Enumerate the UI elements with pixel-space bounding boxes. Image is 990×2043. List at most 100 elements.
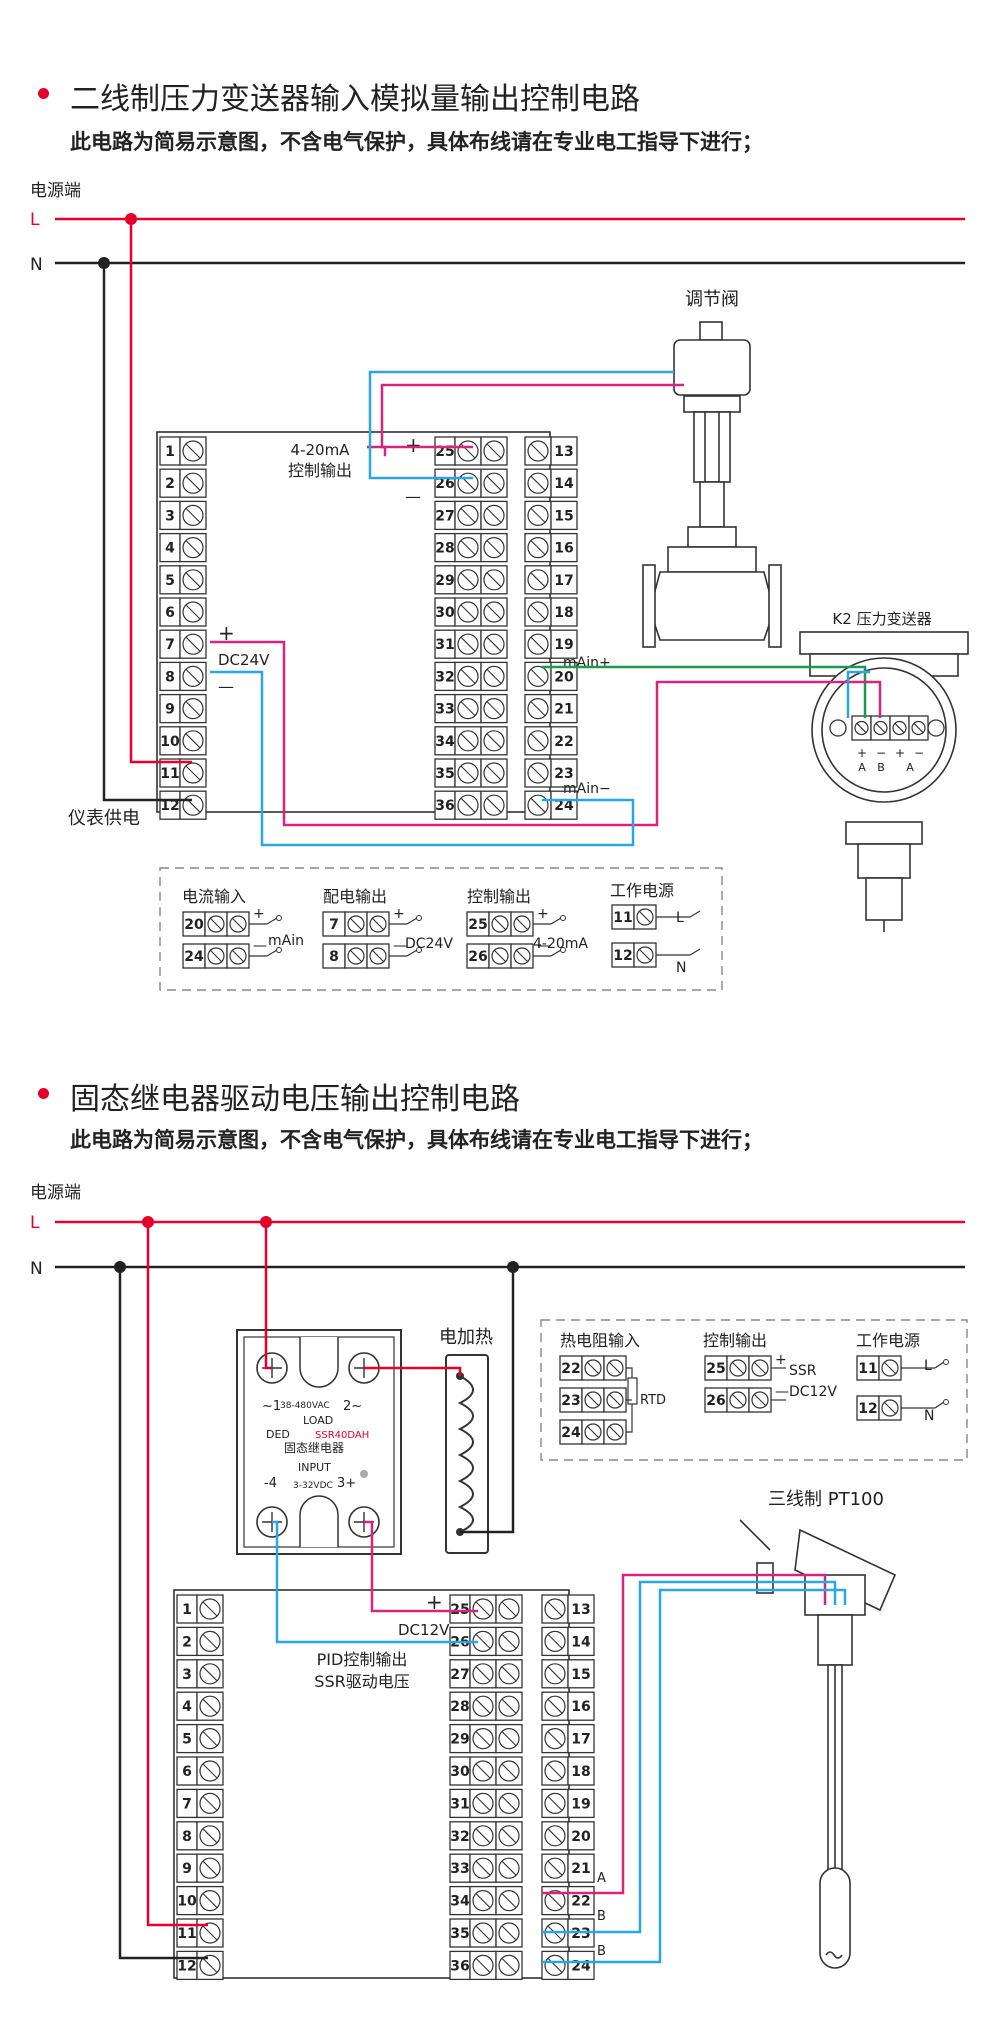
s1-wire-7-to-tx bbox=[210, 640, 882, 827]
s1-terminal-9: 9 bbox=[165, 702, 175, 718]
s1-legend-box bbox=[159, 867, 723, 991]
s1-tx-mark-0: + bbox=[857, 746, 867, 760]
s2-line-N-label: N bbox=[30, 1259, 43, 1279]
section1-bullet-icon bbox=[38, 88, 49, 99]
s1-terminal-34: 34 bbox=[435, 734, 455, 750]
s1-terminal-19: 19 bbox=[554, 637, 573, 653]
s1-wire-L-to-11 bbox=[129, 219, 192, 764]
s1-legend-current-in: 电流输入 bbox=[182, 887, 246, 906]
s2-wire-N-to-12 bbox=[118, 1267, 208, 1960]
s1-legend-t20-mark: + bbox=[253, 906, 265, 922]
s1-terminal-31: 31 bbox=[435, 637, 454, 653]
s2-legend-t11: 11 bbox=[858, 1361, 877, 1377]
s1-main-plus-label: mAin+ bbox=[563, 655, 611, 671]
s2-legend-ctrl-out: 控制输出 bbox=[703, 1331, 767, 1350]
s1-legend-t7: 7 bbox=[329, 917, 339, 933]
s1-plus-25: + bbox=[405, 433, 422, 457]
section2-bullet-icon bbox=[38, 1088, 49, 1099]
s2-wire-ssr-plus bbox=[364, 1520, 478, 1613]
s1-terminal-14: 14 bbox=[554, 476, 574, 492]
s2-legend-t23: 23 bbox=[561, 1393, 580, 1409]
s2-terminal-17: 17 bbox=[571, 1732, 590, 1748]
s1-legend-t26: 26 bbox=[468, 949, 487, 965]
s2-legend-dc12v: DC12V bbox=[789, 1384, 837, 1400]
s1-terminal-26: 26 bbox=[435, 476, 454, 492]
s1-wire-20-to-tx bbox=[542, 665, 867, 718]
section2-title: 固态继电器驱动电压输出控制电路 bbox=[70, 1082, 520, 1117]
s2-legend-rtd: RTD bbox=[640, 1393, 666, 1408]
s2-pt100-sensor bbox=[739, 1519, 897, 1969]
s2-pid-2: SSR驱动电压 bbox=[314, 1672, 409, 1691]
s2-line-L-label: L bbox=[30, 1213, 40, 1233]
s1-wire-tx-b bbox=[846, 670, 870, 718]
s2-terminal-32: 32 bbox=[450, 1829, 469, 1845]
s2-terminal-15: 15 bbox=[571, 1667, 590, 1683]
s2-wire-L-to-11 bbox=[146, 1222, 208, 1927]
s1-terminal-13: 13 bbox=[554, 444, 573, 460]
s1-wire-8-to-24 bbox=[210, 670, 635, 847]
s1-legend-N: N bbox=[676, 960, 686, 976]
s2-legend-N: N bbox=[924, 1408, 934, 1424]
s2-wire-a-label: A bbox=[597, 1871, 606, 1886]
s2-terminal-22: 22 bbox=[571, 1894, 590, 1910]
s1-terminal-23: 23 bbox=[554, 766, 573, 782]
s2-terminal-20: 20 bbox=[571, 1829, 591, 1845]
s1-terminal-29: 29 bbox=[435, 573, 454, 589]
s2-legend-t22: 22 bbox=[561, 1361, 580, 1377]
s2-terminal-8: 8 bbox=[182, 1829, 192, 1845]
s1-minus-8: — bbox=[218, 677, 234, 696]
s2-dc12v-label: DC12V bbox=[398, 1621, 450, 1639]
s2-terminal-13: 13 bbox=[571, 1602, 590, 1618]
s2-legend-t26-mark: — bbox=[775, 1384, 789, 1400]
s2-legend-ssr: SSR bbox=[789, 1363, 817, 1379]
s1-wire-25 bbox=[367, 445, 387, 457]
s1-legend-t26-mark: — bbox=[537, 938, 551, 954]
s2-wire-b1-label: B bbox=[597, 1909, 606, 1924]
s1-terminal-30: 30 bbox=[435, 605, 455, 621]
s1-dc24v-label: DC24V bbox=[218, 651, 270, 669]
s2-terminal-12: 12 bbox=[177, 1958, 196, 1974]
s2-legend-box bbox=[540, 1319, 968, 1461]
s2-terminal-34: 34 bbox=[450, 1894, 470, 1910]
s2-terminal-35: 35 bbox=[450, 1926, 469, 1942]
s1-terminal-6: 6 bbox=[165, 605, 175, 621]
s1-legend-t24-mark: — bbox=[253, 938, 267, 954]
s1-legend-t20: 20 bbox=[184, 917, 204, 933]
s1-legend-t7-mark: + bbox=[393, 906, 405, 922]
s2-wire-b2-label: B bbox=[597, 1944, 606, 1959]
s1-tx-mark-2: + bbox=[895, 746, 905, 760]
s1-tx-mark-3: − bbox=[914, 746, 924, 760]
s1-plus-7: + bbox=[218, 621, 235, 645]
s2-terminal-7: 7 bbox=[182, 1796, 192, 1812]
s2-legend-t25: 25 bbox=[706, 1361, 725, 1377]
s1-line-L-label: L bbox=[30, 210, 40, 230]
s2-plus-25: + bbox=[426, 1590, 443, 1614]
s1-legend-t24: 24 bbox=[184, 949, 204, 965]
s1-terminal-27: 27 bbox=[435, 508, 454, 524]
s1-legend-work-power: 工作电源 bbox=[610, 881, 674, 900]
s1-legend-t25: 25 bbox=[468, 917, 487, 933]
s1-wire-valve-plus bbox=[380, 383, 684, 449]
s1-terminal-18: 18 bbox=[554, 605, 573, 621]
s2-terminal-14: 14 bbox=[571, 1634, 591, 1650]
s1-tx-mark-1: − bbox=[876, 746, 886, 760]
s2-heater-label: 电加热 bbox=[439, 1327, 493, 1348]
s2-terminal-11: 11 bbox=[177, 1926, 196, 1942]
s2-terminal-27: 27 bbox=[450, 1667, 469, 1683]
s1-terminal-8: 8 bbox=[165, 669, 175, 685]
section1-title: 二线制压力变送器输入模拟量输出控制电路 bbox=[70, 82, 640, 117]
s1-terminal-4: 4 bbox=[165, 541, 175, 557]
s2-terminal-28: 28 bbox=[450, 1699, 469, 1715]
s2-ssr-model: SSR40DAH bbox=[315, 1430, 369, 1441]
s2-terminal-31: 31 bbox=[450, 1796, 469, 1812]
s2-pt100-label: 三线制 PT100 bbox=[768, 1489, 884, 1510]
s2-terminal-10: 10 bbox=[177, 1894, 197, 1910]
s2-pid-1: PID控制输出 bbox=[317, 1650, 408, 1669]
s1-tx-ab-1: B bbox=[877, 761, 885, 774]
s2-ssr-vdc: 3-32VDC bbox=[293, 1481, 333, 1491]
s1-wire-N-to-12 bbox=[102, 263, 192, 802]
s1-terminal-3: 3 bbox=[165, 508, 175, 524]
